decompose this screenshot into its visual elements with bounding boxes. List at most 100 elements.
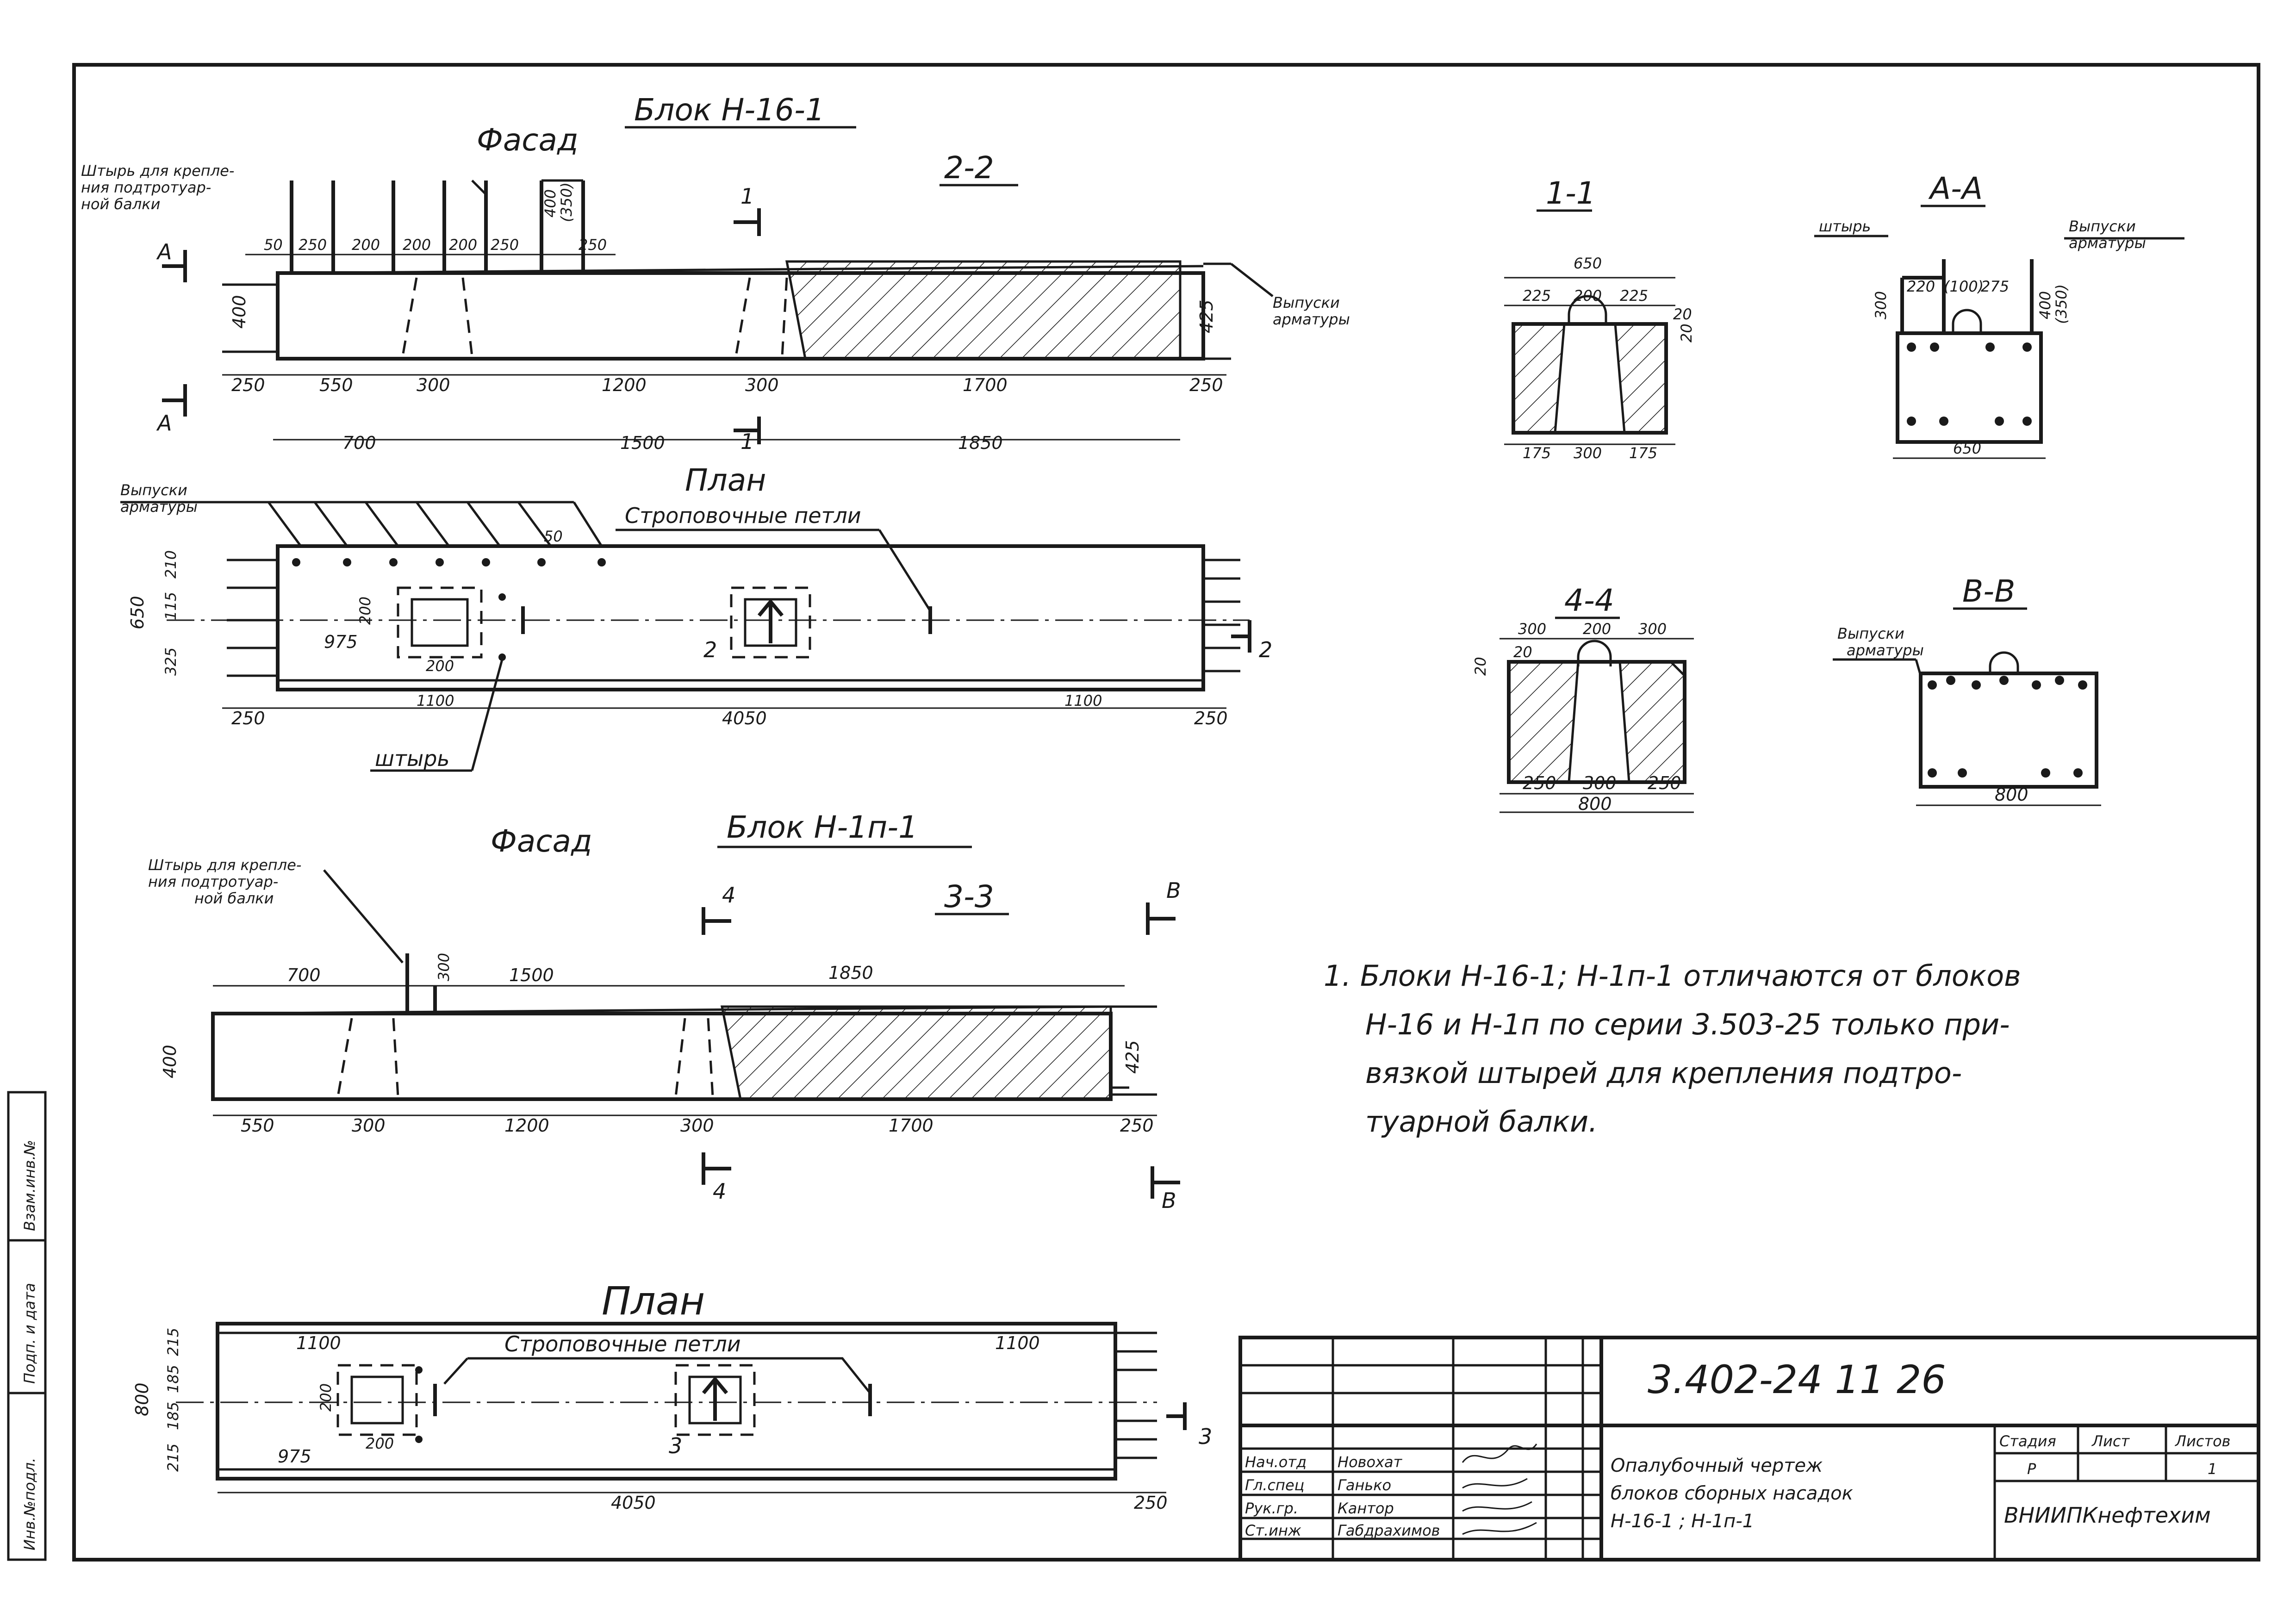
svg-text:200: 200 <box>1574 287 1602 305</box>
svg-text:200: 200 <box>317 1383 335 1412</box>
svg-text:800: 800 <box>1578 794 1612 814</box>
stamp-role-4: Ст.инж <box>1245 1522 1301 1539</box>
stamp-role-2: Гл.спец <box>1245 1476 1304 1494</box>
block1-height-left: 400 <box>229 295 249 329</box>
block2-plan-pocket-right <box>674 1364 756 1436</box>
svg-text:50: 50 <box>544 528 563 545</box>
svg-text:650: 650 <box>1953 440 1981 457</box>
stamp-name-2: Ганько <box>1338 1476 1391 1494</box>
block2-plan-bottom-end: 250 <box>1134 1493 1168 1513</box>
block1-mark-a-top: А <box>156 239 172 264</box>
svg-text:185: 185 <box>164 1365 182 1393</box>
block1-mark-1-bottom: 1 <box>740 429 754 454</box>
svg-text:700: 700 <box>342 433 376 453</box>
block1-facade-top-dims: 50 250 200 200 200 250 250 <box>264 236 607 254</box>
stamp-val-sheets: 1 <box>2208 1460 2217 1478</box>
svg-text:175: 175 <box>1629 444 1657 462</box>
svg-text:1100: 1100 <box>995 1333 1040 1353</box>
s11-top-overall: 650 <box>1574 255 1602 272</box>
svg-text:210: 210 <box>162 550 180 579</box>
block1-plan-inner-dims: 200 975 200 50 <box>324 528 563 675</box>
svg-text:1500: 1500 <box>620 433 665 453</box>
note-line-2: Н-16 и Н-1п по серии 3.503-25 только при… <box>1365 1008 2010 1041</box>
svg-text:225: 225 <box>1523 287 1551 305</box>
section-1-1: 1-1 650 225 200 225 20 20 175 300 175 <box>1504 175 1695 462</box>
svg-text:1700: 1700 <box>963 375 1008 395</box>
svg-text:250: 250 <box>231 375 265 395</box>
svg-text:800: 800 <box>132 1382 152 1416</box>
block1-mark-a-bottom: А <box>156 411 172 436</box>
svg-text:250: 250 <box>1189 375 1223 395</box>
block1-mark-1-top: 1 <box>740 184 754 209</box>
svg-text:1200: 1200 <box>504 1115 549 1136</box>
svg-text:185: 185 <box>164 1402 182 1430</box>
block2-plan-section-mark: 3 <box>669 1433 682 1458</box>
block2-bottom-dims: 550 300 1200 300 1700 250 <box>241 1115 1154 1136</box>
svg-text:300: 300 <box>1872 291 1890 319</box>
block2-plan-body <box>216 1322 1117 1481</box>
block1-plan-section-mark: 2 <box>703 637 717 662</box>
block2-plan-left-dims: 800 215 185 185 215 <box>132 1328 182 1472</box>
block2-mark-b-top: В <box>1166 878 1181 903</box>
stamp-signatures <box>1462 1444 1537 1535</box>
saa-title: А-А <box>1928 171 1983 206</box>
block2-top-dims: 700 1500 1850 <box>287 963 873 985</box>
block1-pin-height-alt: (350) <box>558 182 575 222</box>
block1-plan-left-dims: 650 325 115 210 <box>127 550 180 676</box>
block2-plan-loops-note: Строповочные петли <box>504 1332 741 1356</box>
stamp-name-4: Габдрахимов <box>1338 1522 1440 1539</box>
svg-text:1100: 1100 <box>417 692 454 709</box>
svg-text:200: 200 <box>352 236 380 254</box>
block2-pin-height: 300 <box>435 953 453 981</box>
svg-text:1850: 1850 <box>828 963 873 983</box>
saa-pin-label: штырь <box>1819 218 1871 235</box>
svg-text:275: 275 <box>1981 278 2009 295</box>
svg-text:1500: 1500 <box>509 965 554 985</box>
stamp-role-3: Рук.гр. <box>1245 1500 1298 1517</box>
stamp-col-stage: Стадия <box>1999 1432 2056 1450</box>
svg-text:300: 300 <box>1638 620 1667 638</box>
svg-text:200: 200 <box>1583 620 1611 638</box>
sbb-title: В-В <box>1962 573 2015 609</box>
svg-text:20: 20 <box>1513 643 1532 661</box>
svg-text:400: 400 <box>2036 291 2054 319</box>
block1-facade-overall-dims: 700 1500 1850 <box>342 433 1003 453</box>
note-line-3: вязкой штырей для крепления подтро- <box>1365 1056 1962 1090</box>
block2-facade-label: Фасад <box>491 823 592 859</box>
svg-text:200: 200 <box>366 1435 394 1452</box>
block2-plan-label: План <box>602 1278 705 1324</box>
block2-section-33: 3-3 <box>944 879 994 915</box>
svg-text:250: 250 <box>299 236 327 254</box>
stamp-org: ВНИИПКнефтехим <box>2004 1503 2211 1528</box>
svg-text:300: 300 <box>680 1115 714 1136</box>
stamp-title-3: Н-16-1 ; Н-1п-1 <box>1611 1511 1754 1532</box>
block-n16-1: Блок Н-16-1 Фасад 2-2 Штырь для крепле-н… <box>81 92 1350 772</box>
block1-pin-height: 400 <box>541 189 559 218</box>
block1-height-right: 425 <box>1196 299 1217 333</box>
stamp-name-1: Новохат <box>1338 1453 1403 1471</box>
note-line-4: туарной балки. <box>1365 1105 1598 1139</box>
title-block: 3.402-24 11 26 Нач.отд Гл.спец Рук.гр. С… <box>1238 1336 2260 1562</box>
stamp-role-1: Нач.отд <box>1245 1453 1307 1471</box>
block1-facade-body <box>276 271 1205 361</box>
svg-text:300: 300 <box>1583 773 1617 793</box>
svg-text:550: 550 <box>241 1115 274 1136</box>
block1-pin-note: Штырь для крепле-ния подтротуар-ной балк… <box>81 162 234 213</box>
stamp-val-stage: Р <box>2027 1460 2036 1478</box>
svg-text:1700: 1700 <box>889 1115 933 1136</box>
svg-text:550: 550 <box>319 375 353 395</box>
block1-plan-section-mark-right: 2 <box>1259 637 1272 662</box>
block1-plan-pin-label: штырь <box>375 746 450 771</box>
block2-facade-hatch <box>720 1005 1112 1101</box>
stamp-col-sheet: Лист <box>2091 1432 2130 1450</box>
svg-text:215: 215 <box>164 1328 182 1356</box>
block2-plan-section-mark-right: 3 <box>1199 1424 1212 1449</box>
svg-text:650: 650 <box>127 596 148 629</box>
section-4-4: 4-4 300 200 300 20 20 250 300 250 800 <box>1472 583 1694 814</box>
svg-text:250: 250 <box>491 236 519 254</box>
